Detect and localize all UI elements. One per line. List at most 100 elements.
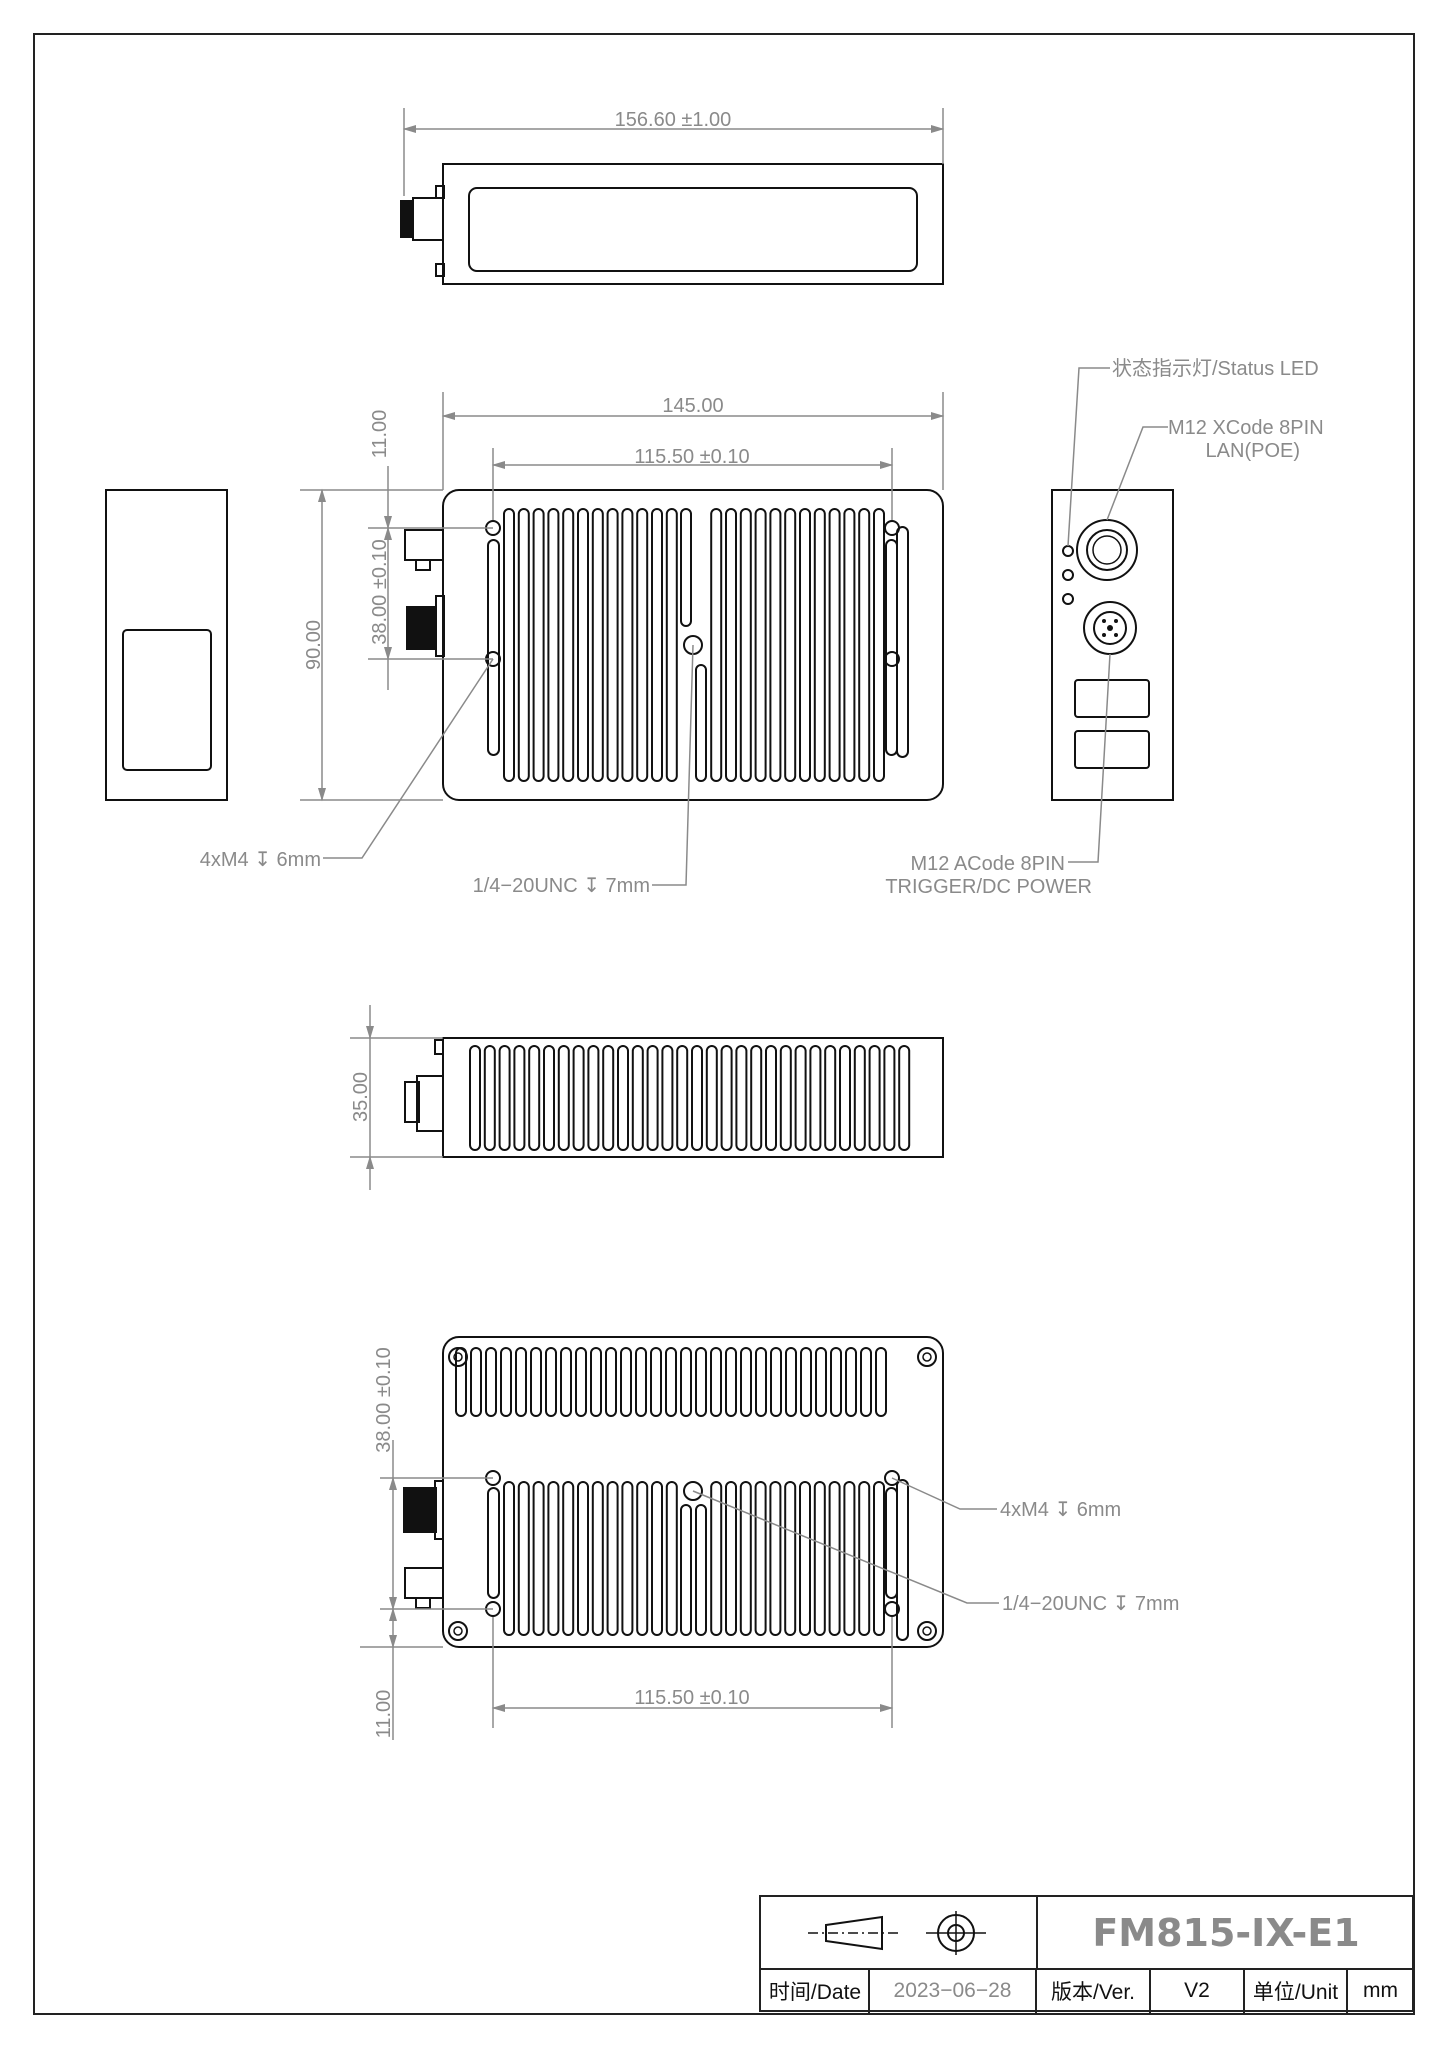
dim-hole-spacing-bottom: 115.50 ±0.10 bbox=[634, 1687, 749, 1709]
vent-slot bbox=[470, 1347, 482, 1417]
side-view: 35.00 bbox=[350, 1005, 944, 1190]
vent-slot bbox=[813, 508, 826, 782]
vent-slot bbox=[665, 508, 678, 782]
unit-value: mm bbox=[1363, 1978, 1398, 2002]
vent-slot bbox=[695, 1347, 707, 1417]
vent-slot bbox=[705, 1045, 718, 1151]
vent-slot bbox=[725, 1481, 737, 1636]
vent-slot bbox=[830, 1347, 842, 1417]
vent-slot bbox=[560, 1347, 572, 1417]
vent-slot bbox=[845, 1347, 857, 1417]
vent-slot bbox=[503, 508, 515, 782]
version-label: 版本/Ver. bbox=[1050, 1980, 1136, 2004]
vent-slot bbox=[873, 508, 885, 782]
vent-slot bbox=[651, 508, 663, 782]
vent-slot bbox=[755, 1347, 767, 1417]
dim-height: 90.00 bbox=[303, 620, 325, 670]
vent-slot bbox=[562, 1481, 575, 1636]
callout-power-line1: M12 ACode 8PIN bbox=[910, 853, 1065, 875]
vent-slot bbox=[740, 1347, 752, 1417]
vent-slot bbox=[528, 1045, 541, 1151]
vent-slot bbox=[591, 508, 604, 782]
vent-slot bbox=[769, 1481, 782, 1636]
dim-top-width: 156.60 ±1.00 bbox=[615, 109, 732, 131]
vent-slot bbox=[557, 1045, 570, 1151]
callout-tripod-hole-center: 1/4−20UNC ↧ 7mm bbox=[473, 875, 650, 897]
vent-slot bbox=[784, 508, 797, 782]
vent-slot bbox=[572, 1045, 585, 1151]
vent-slot bbox=[885, 539, 898, 756]
vent-slot bbox=[710, 1347, 722, 1417]
vent-slot bbox=[800, 1347, 812, 1417]
vent-slot bbox=[813, 1481, 826, 1636]
vent-slot bbox=[815, 1347, 827, 1417]
vent-slot bbox=[631, 1045, 644, 1151]
vent-slot bbox=[635, 1347, 647, 1417]
dim-thickness: 35.00 bbox=[350, 1072, 372, 1122]
callout-power-line2: TRIGGER/DC POWER bbox=[885, 876, 1092, 898]
callout-tripod-hole-bottom: 1/4−20UNC ↧ 7mm bbox=[1002, 1593, 1179, 1615]
vent-slot bbox=[646, 1045, 659, 1151]
vent-slot bbox=[858, 508, 871, 782]
vent-slot bbox=[799, 508, 811, 782]
vent-slot bbox=[676, 1045, 689, 1151]
dim-bottom-hole-spacing-vertical: 38.00 ±0.10 bbox=[373, 1347, 395, 1453]
vent-slot bbox=[739, 1481, 752, 1636]
vent-slot bbox=[691, 1045, 703, 1151]
side-vent-slots bbox=[469, 1045, 911, 1151]
vent-slot bbox=[754, 508, 767, 782]
vent-slot bbox=[750, 1045, 763, 1151]
title-block: FM815-IX-E1 时间/Date 2023−06−28 版本/Ver. V… bbox=[759, 1895, 1414, 2014]
vent-slot bbox=[695, 664, 707, 782]
callout-mount-holes-bottom: 4xM4 ↧ 6mm bbox=[1000, 1499, 1121, 1521]
vent-slot bbox=[868, 1045, 881, 1151]
first-angle-projection-icon bbox=[807, 1911, 986, 1955]
vent-slot bbox=[883, 1045, 896, 1151]
vent-slot bbox=[530, 1347, 542, 1417]
back-vent-slots bbox=[455, 1347, 909, 1641]
vent-slot bbox=[885, 1487, 898, 1599]
vent-slot bbox=[562, 508, 575, 782]
vent-slot bbox=[858, 1481, 871, 1636]
date-value: 2023−06−28 bbox=[893, 1978, 1012, 2002]
vent-slot bbox=[680, 1504, 692, 1636]
vent-slot bbox=[765, 1045, 777, 1151]
vent-slot bbox=[824, 1045, 837, 1151]
callout-lan-line1: M12 XCode 8PIN bbox=[1168, 417, 1324, 439]
vent-slot bbox=[769, 508, 782, 782]
vent-slot bbox=[839, 1045, 851, 1151]
front-view: 145.00 115.50 ±0.10 90.00 11.00 38.00 ±0… bbox=[200, 392, 945, 897]
vent-slot bbox=[621, 1481, 634, 1636]
vent-slot bbox=[770, 1347, 782, 1417]
vent-slot bbox=[665, 1481, 678, 1636]
vent-slot bbox=[739, 508, 752, 782]
vent-slot bbox=[695, 1504, 707, 1636]
vent-slot bbox=[500, 1347, 512, 1417]
vent-slot bbox=[532, 1481, 545, 1636]
vent-slot bbox=[547, 1481, 560, 1636]
model-title: FM815-IX-E1 bbox=[1036, 1897, 1414, 1969]
version-value: V2 bbox=[1184, 1978, 1210, 2002]
vent-slot bbox=[843, 508, 856, 782]
vent-slot bbox=[606, 508, 619, 782]
vent-slot bbox=[621, 508, 634, 782]
callout-mount-holes-left: 4xM4 ↧ 6mm bbox=[200, 849, 321, 871]
vent-slot bbox=[809, 1045, 822, 1151]
vent-slot bbox=[455, 1347, 467, 1417]
vent-slot bbox=[720, 1045, 733, 1151]
vent-slot bbox=[650, 1347, 662, 1417]
vent-slot bbox=[487, 1487, 500, 1599]
vent-slot bbox=[754, 1481, 767, 1636]
dim-overall-width: 145.00 bbox=[662, 395, 723, 417]
vent-slot bbox=[620, 1347, 632, 1417]
vent-slot bbox=[485, 1347, 497, 1417]
vent-slot bbox=[487, 539, 500, 756]
drawing-frame bbox=[33, 33, 1415, 2015]
vent-slot bbox=[665, 1347, 677, 1417]
vent-slot bbox=[469, 1045, 481, 1151]
vent-slot bbox=[590, 1347, 602, 1417]
vent-slot bbox=[680, 508, 692, 627]
right-side-view: 状态指示灯/Status LED M12 XCode 8PIN LAN(POE)… bbox=[885, 357, 1323, 898]
vent-slot bbox=[779, 1045, 792, 1151]
